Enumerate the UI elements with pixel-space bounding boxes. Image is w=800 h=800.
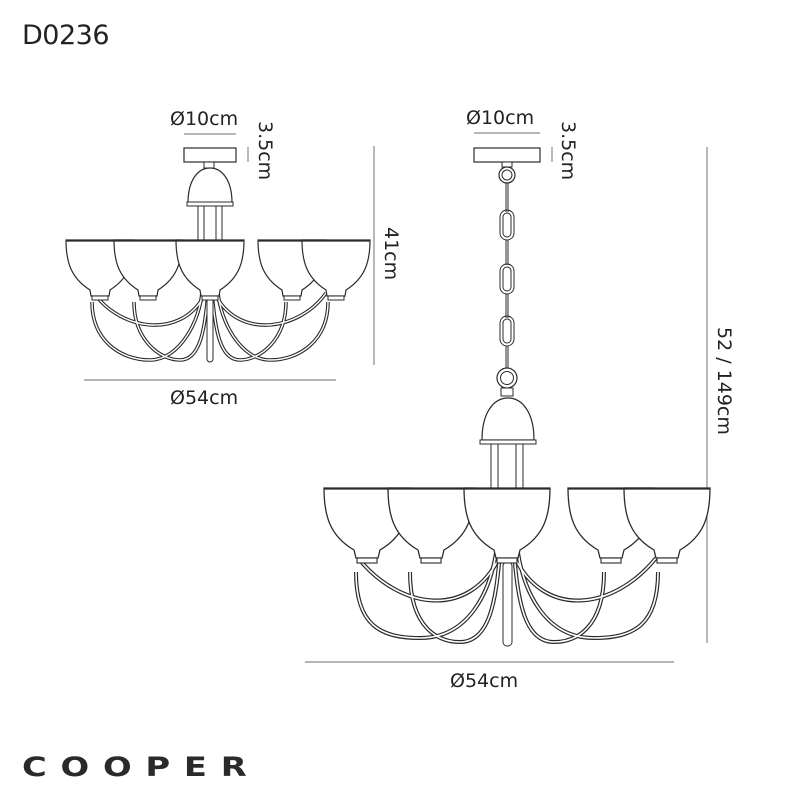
semi-flush-fixture	[65, 133, 375, 381]
left-plate-diameter-label: Ø10cm	[170, 108, 239, 130]
product-code: D0236	[22, 20, 110, 51]
right-diameter-label: Ø54cm	[450, 670, 519, 692]
right-plate-diameter-label: Ø10cm	[466, 107, 535, 129]
pendant-fixture	[305, 132, 711, 663]
brand-name: COOPER	[22, 752, 261, 783]
left-diameter-label: Ø54cm	[170, 387, 239, 409]
